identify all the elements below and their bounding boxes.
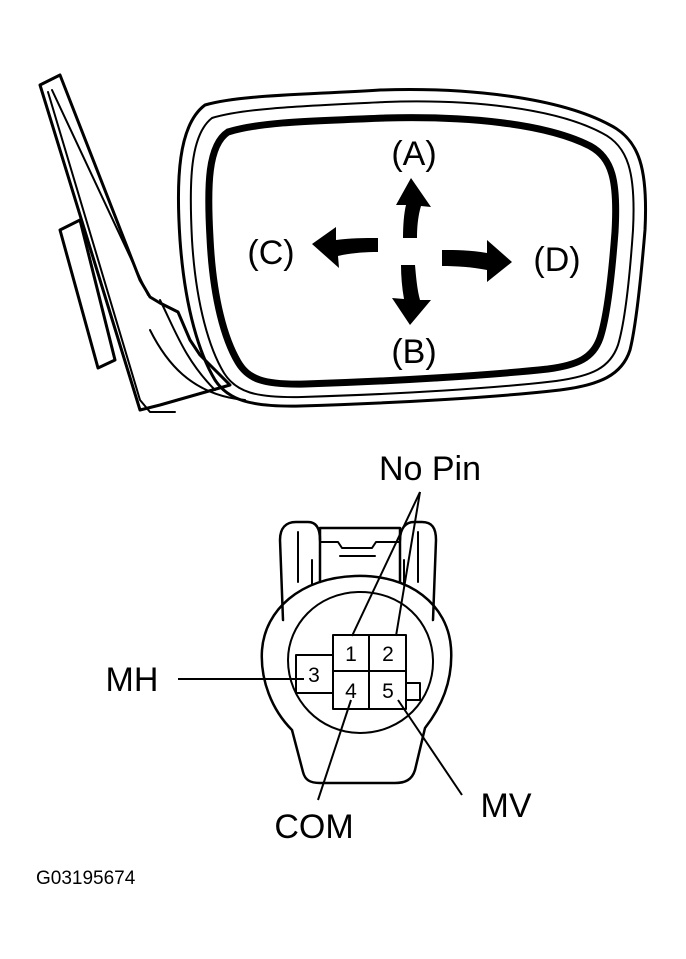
adjust-arrows — [312, 178, 512, 325]
mirror-housing-rim — [189, 100, 635, 399]
direction-label-c: (C) — [247, 234, 294, 272]
mv-label: MV — [481, 787, 532, 825]
figure-id: G03195674 — [36, 868, 136, 889]
pin-number-3: 3 — [308, 664, 320, 687]
leader-mv — [397, 699, 463, 796]
connector-inner-ring — [287, 590, 435, 734]
pin-number-5: 5 — [382, 680, 394, 703]
connector-body — [260, 574, 453, 785]
mirror-housing-outer — [176, 88, 648, 408]
connector-left-tab — [278, 520, 322, 622]
mirror-glass — [205, 114, 620, 388]
connector-key-notch — [405, 682, 421, 701]
connector — [260, 520, 453, 785]
arrow-right-icon — [442, 240, 512, 282]
pin-number-2: 2 — [382, 643, 394, 666]
mirror-mount-arm — [38, 73, 232, 412]
direction-label-b: (B) — [391, 333, 436, 371]
leader-no-pin-2 — [395, 491, 421, 637]
mirror-housing-joint-2 — [149, 329, 246, 401]
direction-label-d: (D) — [533, 241, 580, 279]
mirror-mount-plate — [58, 218, 117, 370]
leader-com — [317, 699, 352, 801]
direction-label-a: (A) — [391, 135, 436, 173]
mirror-mount-inner-edge — [47, 91, 176, 413]
mirror-housing-joint — [159, 299, 216, 391]
connector-top-recess — [319, 541, 401, 549]
arrow-left-icon — [312, 227, 378, 268]
pin-cavity-5 — [368, 670, 407, 710]
no-pin-label: No Pin — [379, 450, 481, 488]
connector-top-housing — [318, 526, 402, 542]
leader-no-pin-1 — [351, 491, 421, 637]
com-label: COM — [274, 808, 353, 846]
pin-cavity-3 — [295, 654, 334, 694]
mirror-mount-arm-inner — [51, 89, 149, 296]
side-mirror — [38, 73, 648, 413]
connector-side-ribs — [311, 559, 405, 586]
arrow-up-icon — [396, 178, 431, 238]
mh-label: MH — [106, 661, 159, 699]
pin-number-4: 4 — [345, 680, 357, 703]
arrow-down-icon — [392, 265, 431, 325]
leader-lines — [178, 491, 463, 801]
pin-number-1: 1 — [345, 643, 357, 666]
